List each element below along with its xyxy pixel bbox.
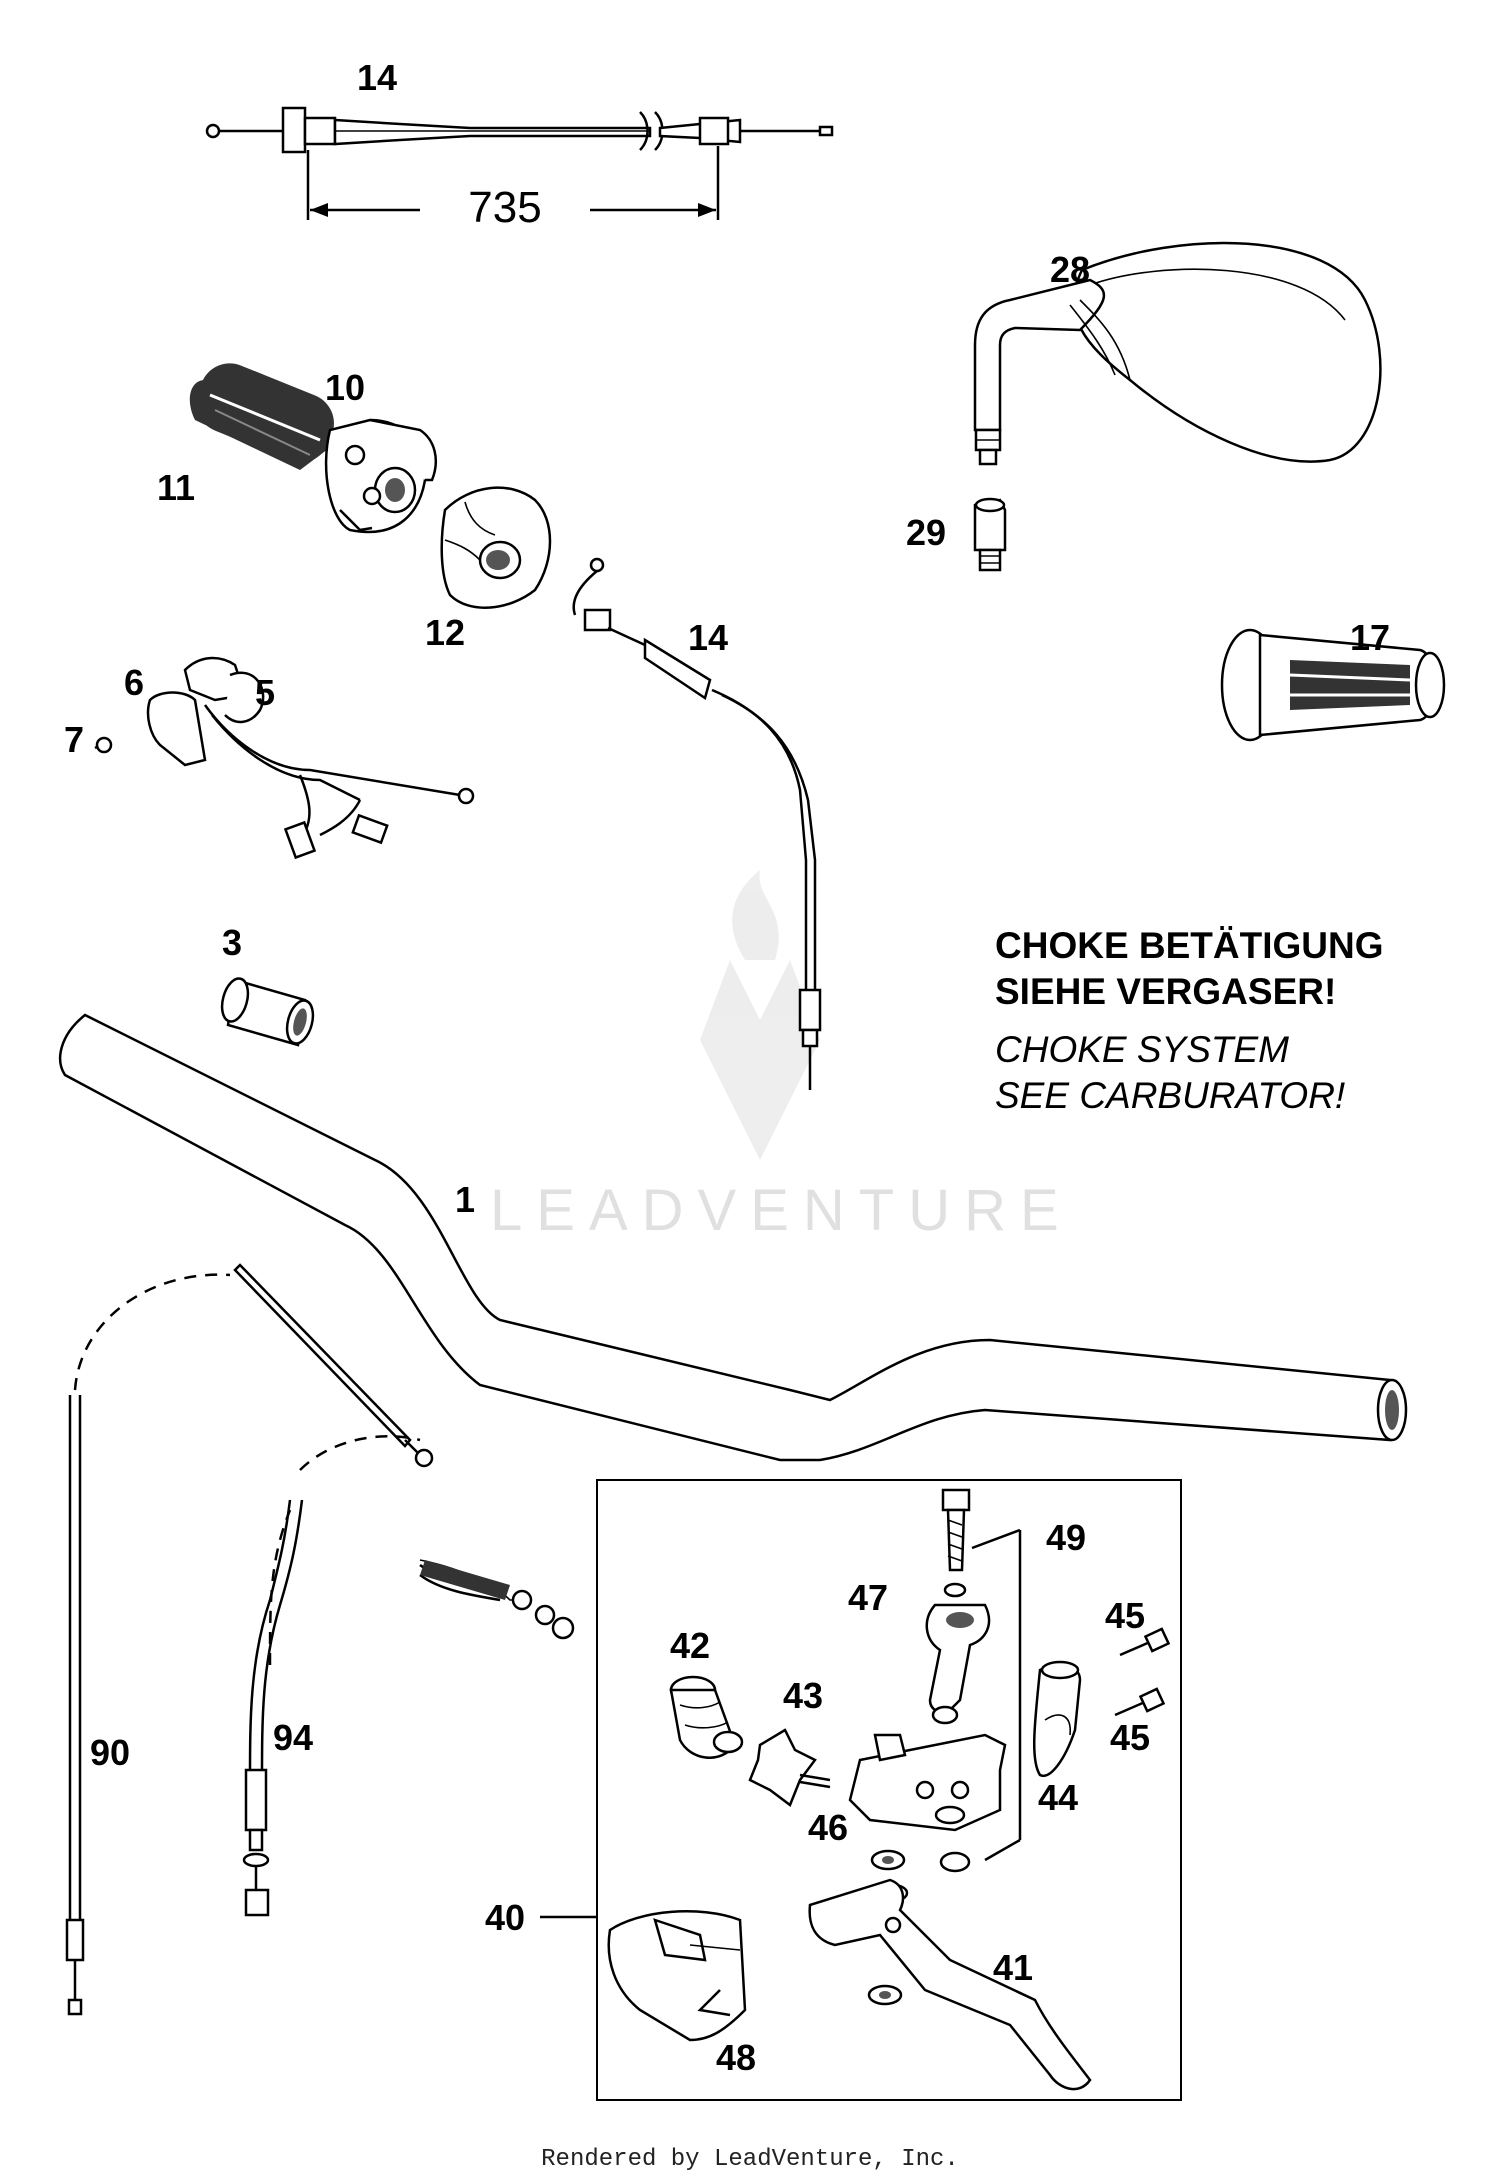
clutch-lever-assembly [607, 1488, 1171, 2091]
callout-29: 29 [906, 512, 946, 553]
callout-17: 17 [1350, 617, 1390, 658]
callout-3: 3 [222, 922, 242, 963]
watermark-logo: LEADVENTURE [490, 870, 1073, 1243]
callout-6: 6 [124, 662, 144, 703]
callout-40: 40 [485, 1897, 525, 1938]
choke-cable [572, 557, 822, 1090]
callout-49: 49 [1046, 1517, 1086, 1558]
callout-46: 46 [808, 1807, 848, 1848]
callout-12: 12 [425, 612, 465, 653]
dimension-label: 735 [468, 183, 541, 232]
callout-43: 43 [783, 1675, 823, 1716]
note-de-line2: SIEHE VERGASER! [995, 971, 1336, 1012]
left-grip [1220, 628, 1446, 742]
callout-94: 94 [273, 1717, 313, 1758]
callout-44: 44 [1038, 1777, 1078, 1818]
note-en-line2: SEE CARBURATOR! [995, 1075, 1345, 1116]
watermark-text: LEADVENTURE [490, 1178, 1073, 1243]
assembly-box [596, 1479, 1182, 2101]
handlebar [58, 1013, 1408, 1462]
clutch-cables [65, 1263, 575, 2016]
choke-note: CHOKE BETÄTIGUNG SIEHE VERGASER! CHOKE S… [995, 925, 1384, 1116]
callout-90: 90 [90, 1732, 130, 1773]
kill-switch [94, 656, 475, 860]
callout-10: 10 [325, 367, 365, 408]
callout-7: 7 [64, 719, 84, 760]
bar-sleeve [220, 977, 315, 1047]
callout-45-bottom: 45 [1110, 1717, 1150, 1758]
callout-1: 1 [455, 1179, 475, 1220]
mirror-adapter [973, 497, 1007, 572]
callout-5: 5 [255, 672, 275, 713]
callout-41: 41 [993, 1947, 1033, 1988]
throttle-grip [189, 363, 437, 534]
callout-14-top: 14 [357, 57, 397, 98]
callouts: 14 28 10 11 29 12 14 17 6 5 7 3 1 49 47 … [64, 57, 1390, 2078]
throttle-cable-dimension: 735 [205, 106, 834, 232]
callout-47: 47 [848, 1577, 888, 1618]
note-de-line1: CHOKE BETÄTIGUNG [995, 925, 1384, 966]
callout-45-top: 45 [1105, 1595, 1145, 1636]
footer-credit: Rendered by LeadVenture, Inc. [541, 2146, 959, 2173]
throttle-cover [440, 486, 552, 609]
callout-11: 11 [157, 467, 195, 508]
callout-14-choke: 14 [688, 617, 728, 658]
callout-42: 42 [670, 1625, 710, 1666]
callout-28: 28 [1050, 249, 1090, 290]
callout-48: 48 [716, 2037, 756, 2078]
mirror [973, 241, 1382, 466]
note-en-line1: CHOKE SYSTEM [995, 1029, 1289, 1070]
